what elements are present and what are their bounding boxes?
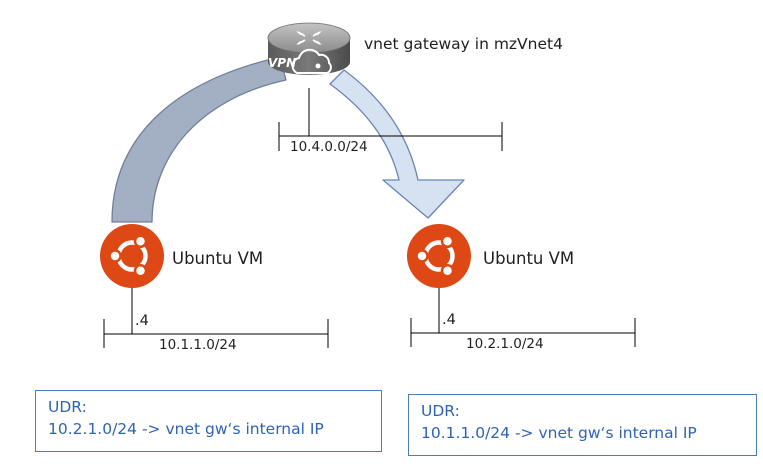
vm-subnet-label: 10.2.1.0/24 xyxy=(466,336,544,352)
ubuntu-icon xyxy=(100,224,164,288)
gateway-subnet xyxy=(278,88,503,151)
udr-route: 10.2.1.0/24 -> vnet gw‘s internal IP xyxy=(48,420,324,438)
udr-box-right: UDR: 10.1.1.0/24 -> vnet gw‘s internal I… xyxy=(408,394,757,456)
udr-box-left: UDR: 10.2.1.0/24 -> vnet gw‘s internal I… xyxy=(35,390,382,452)
vm-label: Ubuntu VM xyxy=(172,249,263,268)
vpn-badge: VPN xyxy=(268,56,296,70)
vm-label: Ubuntu VM xyxy=(483,249,574,268)
gateway-subnet-label: 10.4.0.0/24 xyxy=(290,139,368,155)
vpn-cloud-icon xyxy=(291,48,332,74)
ubuntu-vm-right: Ubuntu VM .4 10.2.1.0/24 xyxy=(407,224,636,352)
udr-route: 10.1.1.0/24 -> vnet gw‘s internal IP xyxy=(421,424,697,442)
ubuntu-vm-left: Ubuntu VM .4 10.1.1.0/24 xyxy=(100,224,329,353)
udr-title: UDR: xyxy=(421,402,460,420)
ubuntu-icon xyxy=(407,224,471,288)
gateway-label: vnet gateway in mzVnet4 xyxy=(364,35,563,53)
vm-subnet-label: 10.1.1.0/24 xyxy=(159,337,237,353)
left-flow-arrow xyxy=(111,56,287,223)
vm-host-label: .4 xyxy=(442,312,456,328)
vm-host-label: .4 xyxy=(135,313,149,329)
udr-title: UDR: xyxy=(48,398,87,416)
router-icon: VPN xyxy=(267,22,351,75)
right-flow-arrow xyxy=(329,69,465,219)
